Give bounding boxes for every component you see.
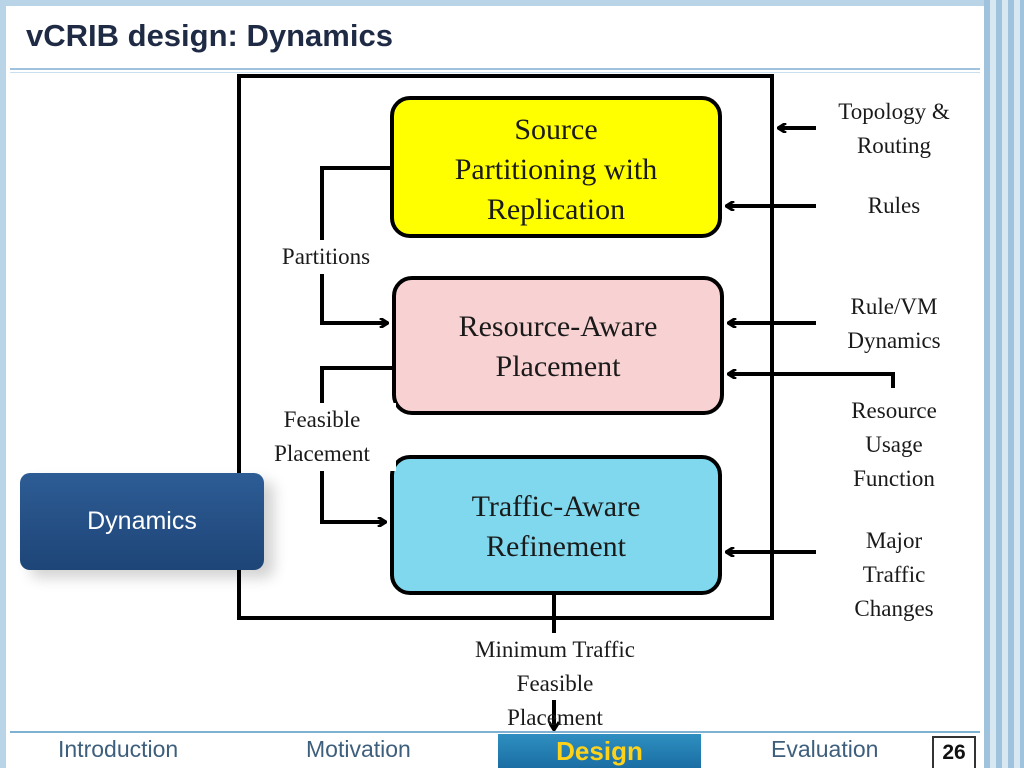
rules-label: Rules — [867, 193, 921, 218]
page-number: 26 — [932, 736, 976, 768]
nav-introduction[interactable]: Introduction — [58, 736, 179, 762]
title-bar — [6, 6, 980, 68]
dynamics-button[interactable]: Dynamics — [20, 473, 264, 570]
traffic-aware-label: Traffic-Aware Refinement — [471, 490, 641, 563]
nav-evaluation[interactable]: Evaluation — [771, 736, 879, 762]
title-divider-thin — [10, 72, 980, 73]
feasible-placement-label: Feasible Placement — [248, 403, 396, 471]
nav-design-highlight — [498, 734, 701, 768]
source-partitioning-label: Source Partitioning with Replication — [454, 113, 658, 226]
decorative-stripes — [984, 0, 1024, 768]
partitions-label: Partitions — [250, 240, 402, 274]
resource-usage-function-label: Resource Usage Function — [851, 398, 937, 491]
slide-frame — [0, 0, 986, 768]
resource-usage-arrow — [728, 374, 895, 388]
topology-routing-label: Topology & Routing — [838, 99, 950, 158]
rule-vm-dynamics-label: Rule/VM Dynamics — [847, 294, 941, 353]
nav-motivation[interactable]: Motivation — [306, 736, 411, 762]
resource-aware-label: Resource-Aware Placement — [458, 310, 658, 383]
slide-title: vCRIB design: Dynamics — [26, 18, 393, 53]
output-label: Minimum Traffic Feasible Placement — [475, 637, 635, 730]
title-divider — [10, 68, 980, 70]
major-traffic-changes-label: Major Traffic Changes — [854, 528, 934, 621]
nav-design[interactable]: Design — [556, 735, 643, 766]
system-boundary — [237, 74, 774, 620]
resource-aware-box — [392, 276, 724, 415]
footer-divider — [10, 731, 980, 733]
